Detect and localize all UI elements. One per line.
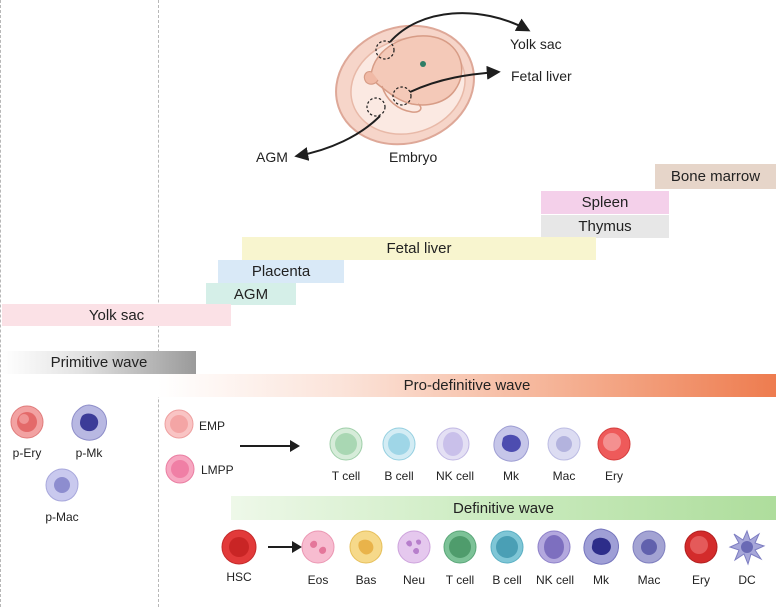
pro-ery-icon [597, 427, 631, 461]
def-nkcell-label: NK cell [535, 573, 574, 587]
def-tcell-label: T cell [445, 573, 475, 587]
bar-yolk-sac: Yolk sac [2, 304, 231, 326]
bar-primitive-wave: Primitive wave [2, 351, 196, 374]
emp-cell-icon [164, 409, 194, 439]
pro-mac-icon [547, 427, 581, 461]
neu-cell-icon [397, 530, 431, 564]
pro-definitive-arrow-icon [240, 440, 300, 452]
bar-thymus: Thymus [541, 215, 669, 238]
pro-mk-icon [493, 425, 529, 462]
left-border-dashed-line [0, 0, 1, 607]
pro-mac-label: Mac [552, 469, 576, 483]
bas-label: Bas [355, 573, 377, 587]
pro-tcell-icon [329, 427, 363, 461]
wave-separator-dashed-line [158, 0, 159, 607]
bar-bone-marrow: Bone marrow [655, 164, 776, 189]
pro-nkcell-label: NK cell [435, 469, 474, 483]
def-mac-label: Mac [637, 573, 661, 587]
def-bcell-label: B cell [492, 573, 522, 587]
def-tcell-icon [443, 530, 477, 564]
pro-mk-label: Mk [503, 469, 519, 483]
pro-ery-label: Ery [605, 469, 623, 483]
eos-cell-icon [301, 530, 335, 564]
p-mk-cell-icon [71, 404, 107, 441]
definitive-arrow-icon [268, 541, 302, 553]
lmpp-cell-icon [165, 454, 195, 484]
hsc-cell-icon [221, 529, 257, 565]
p-ery-label: p-Ery [12, 446, 42, 460]
bar-pro-definitive-wave: Pro-definitive wave [158, 374, 776, 397]
def-mk-label: Mk [593, 573, 609, 587]
def-mac-icon [632, 530, 666, 564]
def-mk-icon [583, 528, 619, 565]
p-mac-label: p-Mac [45, 510, 79, 524]
hsc-label: HSC [226, 570, 252, 584]
embryo-label-yolk-sac: Yolk sac [510, 36, 562, 52]
def-nkcell-icon [537, 530, 571, 564]
embryo-label-agm: AGM [256, 149, 288, 165]
bar-spleen: Spleen [541, 191, 669, 214]
pro-bcell-label: B cell [384, 469, 414, 483]
embryo-label-embryo: Embryo [389, 149, 438, 165]
def-ery-icon [684, 530, 718, 564]
bar-fetal-liver: Fetal liver [242, 237, 596, 260]
def-bcell-icon [490, 530, 524, 564]
def-dc-icon [728, 529, 766, 566]
embryo-illustration [294, 12, 531, 161]
def-dc-label: DC [738, 573, 756, 587]
pro-bcell-icon [382, 427, 416, 461]
neu-label: Neu [402, 573, 425, 587]
p-ery-cell-icon [10, 405, 44, 439]
eos-label: Eos [307, 573, 329, 587]
embryo-label-fetal-liver: Fetal liver [511, 68, 572, 84]
bar-agm: AGM [206, 283, 296, 305]
emp-label: EMP [199, 419, 226, 433]
pro-nkcell-icon [436, 427, 470, 461]
bas-cell-icon [349, 530, 383, 564]
bar-definitive-wave: Definitive wave [231, 496, 776, 520]
def-ery-label: Ery [692, 573, 710, 587]
p-mac-cell-icon [45, 468, 79, 502]
bar-placenta: Placenta [218, 260, 344, 283]
p-mk-label: p-Mk [75, 446, 103, 460]
pro-tcell-label: T cell [331, 469, 361, 483]
lmpp-label: LMPP [201, 463, 234, 477]
